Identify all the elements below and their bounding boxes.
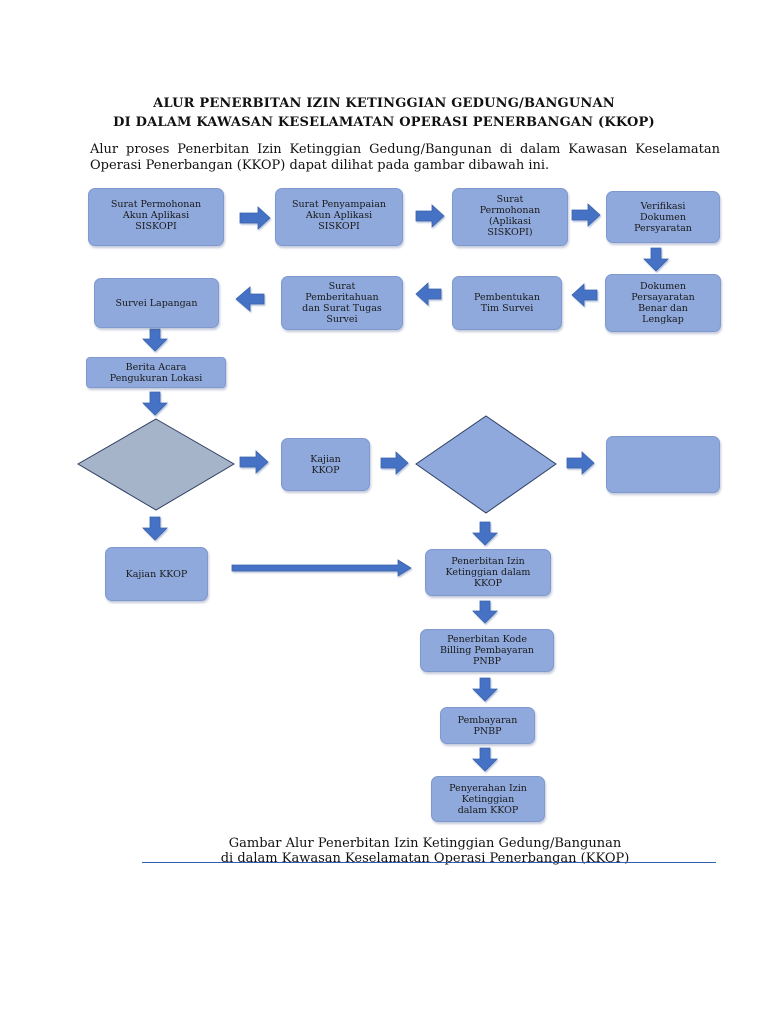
caption-line-2: di dalam Kawasan Keselamatan Operasi Pen… — [220, 851, 630, 866]
node-pembentukan-tim-survei: Pembentukan Tim Survei — [452, 276, 562, 330]
arrow-down-icon — [142, 516, 168, 541]
node-label: Verifikasi Dokumen Persyaratan — [634, 200, 692, 234]
node-label: Penerbitan Izin Ketinggian dalam KKOP — [445, 556, 531, 589]
arrow-down-icon — [472, 677, 498, 702]
node-survei-lapangan: Survei Lapangan — [94, 278, 219, 328]
arrow-down-icon — [643, 247, 669, 272]
arrow-right-icon — [566, 451, 595, 475]
node-dokumen-lengkap: Dokumen Persayaratan Benar dan Lengkap — [605, 274, 721, 332]
node-penerbitan-izin: Penerbitan Izin Ketinggian dalam KKOP — [425, 549, 551, 596]
decision-diamond-left — [77, 418, 235, 511]
node-berita-acara: Berita Acara Pengukuran Lokasi — [86, 357, 226, 388]
node-label: Penyerahan Izin Ketinggian dalam KKOP — [449, 782, 527, 816]
arrow-right-icon — [571, 203, 601, 227]
node-pembayaran-pnbp: Pembayaran PNBP — [440, 707, 535, 744]
node-label: Berita Acara Pengukuran Lokasi — [109, 361, 203, 384]
node-label: Surat Pemberitahuan dan Surat Tugas Surv… — [302, 281, 382, 325]
arrow-right-icon — [239, 450, 269, 474]
node-label: Surat Penyampaian Akun Aplikasi SISKOPI — [292, 199, 386, 232]
caption-line-1: Gambar Alur Penerbitan Izin Ketinggian G… — [228, 836, 622, 851]
node-label: Pembentukan Tim Survei — [474, 292, 540, 314]
arrow-down-icon — [472, 600, 498, 624]
arrow-down-icon — [472, 521, 498, 546]
node-label: Kajian KKOP — [310, 453, 341, 476]
node-penerbitan-kode-billing: Penerbitan Kode Billing Pembayaran PNBP — [420, 629, 554, 672]
arrow-down-icon — [142, 391, 168, 416]
node-kajian-kkop-mid: Kajian KKOP — [281, 438, 370, 491]
caption-underline — [142, 862, 716, 863]
node-penyerahan-izin: Penyerahan Izin Ketinggian dalam KKOP — [431, 776, 545, 822]
arrow-right-icon — [415, 204, 445, 228]
arrow-left-icon — [415, 282, 442, 306]
arrow-down-icon — [472, 747, 498, 772]
node-empty-box — [606, 436, 720, 493]
node-label: Penerbitan Kode Billing Pembayaran PNBP — [439, 634, 535, 667]
node-label: Dokumen Persayaratan Benar dan Lengkap — [631, 281, 695, 325]
arrow-right-icon — [380, 451, 409, 475]
node-kajian-kkop-low: Kajian KKOP — [105, 547, 208, 601]
arrow-right-icon — [239, 206, 271, 230]
arrow-left-icon — [235, 286, 265, 312]
node-surat-permohonan-akun: Surat Permohonan Akun Aplikasi SISKOPI — [88, 188, 224, 246]
node-label: Survei Lapangan — [115, 297, 198, 309]
node-surat-pemberitahuan: Surat Pemberitahuan dan Surat Tugas Surv… — [281, 276, 403, 330]
node-surat-penyampaian-akun: Surat Penyampaian Akun Aplikasi SISKOPI — [275, 188, 403, 246]
decision-diamond-right — [415, 415, 557, 514]
diagram-title-line-2: DI DALAM KAWASAN KESELAMATAN OPERASI PEN… — [113, 115, 655, 130]
diagram-title-line-1: ALUR PENERBITAN IZIN KETINGGIAN GEDUNG/B… — [153, 96, 615, 111]
node-label: Pembayaran PNBP — [457, 714, 518, 737]
arrow-down-icon — [142, 328, 168, 352]
node-label: Surat Permohonan (Aplikasi SISKOPI) — [479, 194, 541, 238]
intro-paragraph: Alur proses Penerbitan Izin Ketinggian G… — [90, 142, 720, 173]
arrow-right-long-icon — [231, 559, 412, 577]
node-verifikasi-dokumen: Verifikasi Dokumen Persyaratan — [606, 191, 720, 243]
node-label: Surat Permohonan Akun Aplikasi SISKOPI — [110, 199, 202, 232]
node-surat-permohonan-aplikasi: Surat Permohonan (Aplikasi SISKOPI) — [452, 188, 568, 246]
arrow-left-icon — [571, 283, 598, 307]
node-label: Kajian KKOP — [125, 568, 188, 580]
